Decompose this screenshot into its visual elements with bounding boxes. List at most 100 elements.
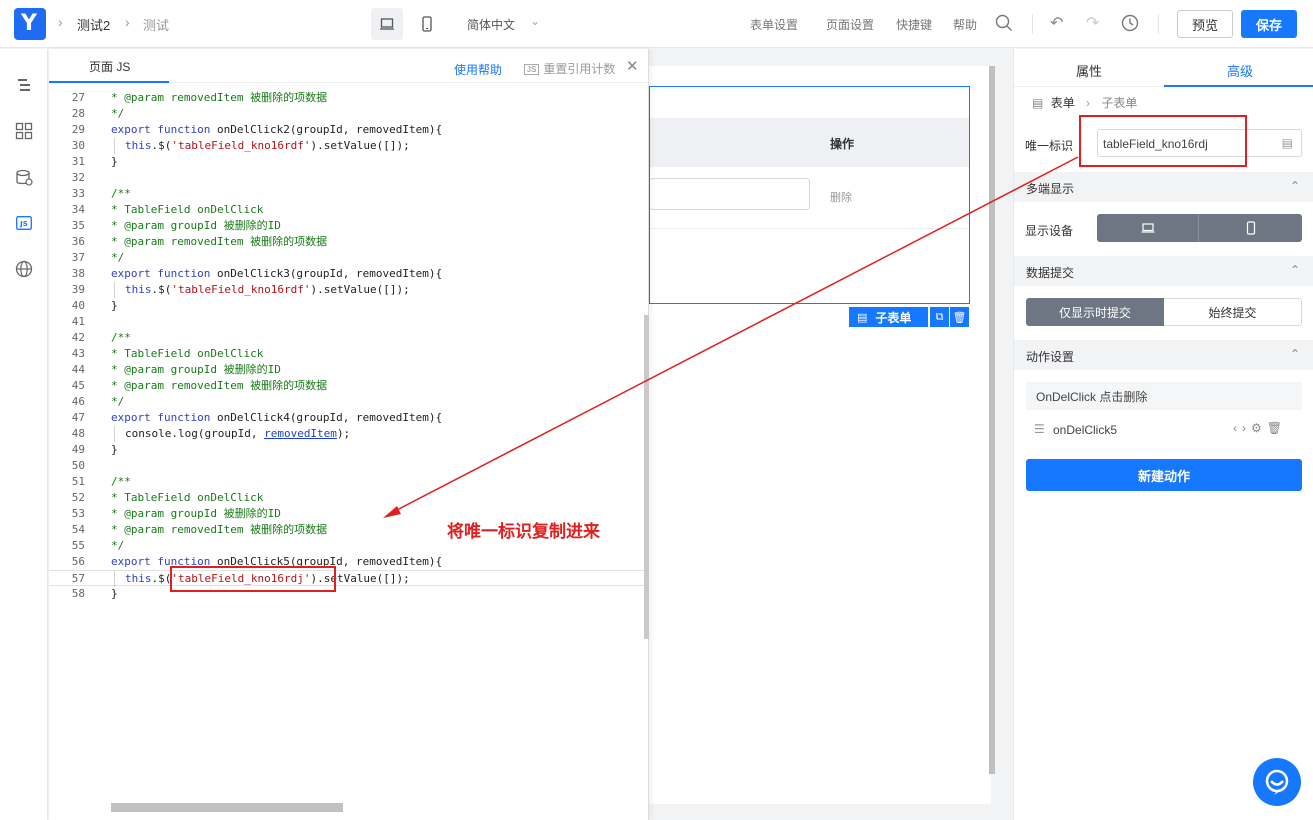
globe-icon[interactable]	[13, 258, 35, 280]
code-line[interactable]: 58}	[49, 586, 645, 602]
submit-when-visible-option[interactable]: 仅显示时提交	[1026, 298, 1164, 326]
svg-text:JS: JS	[19, 220, 28, 228]
code-line[interactable]: 46*/	[49, 394, 645, 410]
breadcrumb-page[interactable]: 测试	[143, 18, 170, 33]
new-action-button[interactable]: 新建动作	[1026, 459, 1302, 491]
code-line[interactable]: 33/**	[49, 186, 645, 202]
code-text: * TableField onDelClick	[111, 491, 264, 504]
selected-subform-outline[interactable]	[649, 86, 970, 304]
outline-icon[interactable]	[13, 74, 35, 96]
code-line[interactable]: 44* @param groupId 被删除的ID	[49, 362, 645, 378]
code-line[interactable]: 52* TableField onDelClick	[49, 490, 645, 506]
page-js-icon[interactable]: JS	[13, 212, 35, 234]
save-button[interactable]: 保存	[1241, 10, 1297, 38]
code-line[interactable]: 55*/	[49, 538, 645, 554]
annotation-highlight-unique-id	[1079, 115, 1247, 167]
action-list-item[interactable]: ☰ onDelClick5 ‹›⚙🗑	[1026, 420, 1302, 440]
history-icon[interactable]	[1121, 14, 1139, 32]
tab-page-js[interactable]: 页面 JS	[89, 60, 131, 74]
trash-icon[interactable]: 🗑	[1266, 421, 1287, 435]
code-line[interactable]: 54* @param removedItem 被删除的项数据	[49, 522, 645, 538]
code-line[interactable]: 40}	[49, 298, 645, 314]
preview-button[interactable]: 预览	[1177, 10, 1233, 38]
chevron-up-icon: ⌃	[1290, 263, 1301, 277]
code-line[interactable]: 50	[49, 458, 645, 474]
trash-icon[interactable]: 🗑	[950, 307, 969, 327]
copy-icon[interactable]: ⧉	[930, 307, 949, 327]
tab-advanced[interactable]: 高级	[1227, 64, 1254, 79]
right-panel: 属性 高级 ▤ 表单 › 子表单 唯一标识 tableField_kno16rd…	[1013, 49, 1313, 820]
line-number: 33	[71, 187, 85, 200]
code-text: * TableField onDelClick	[111, 347, 264, 360]
nav-form-settings[interactable]: 表单设置	[750, 18, 799, 32]
display-mobile-toggle[interactable]	[1199, 214, 1302, 242]
nav-help[interactable]: 帮助	[953, 18, 978, 32]
line-number: 55	[71, 539, 85, 552]
code-line[interactable]: 43* TableField onDelClick	[49, 346, 645, 362]
display-desktop-toggle[interactable]	[1097, 214, 1199, 242]
section-multi-display[interactable]: 多端显示 ⌃	[1014, 172, 1313, 202]
subform-tag[interactable]: ▤ 子表单	[849, 307, 928, 327]
breadcrumb-form[interactable]: 表单	[1050, 96, 1075, 110]
code-line[interactable]: 37*/	[49, 250, 645, 266]
nav-page-settings[interactable]: 页面设置	[826, 18, 875, 32]
code-line[interactable]: 32	[49, 170, 645, 186]
editor-horizontal-scrollbar[interactable]	[111, 803, 343, 812]
code-line[interactable]: 28*/	[49, 106, 645, 122]
code-line[interactable]: 51/**	[49, 474, 645, 490]
copy-icon[interactable]: ▤	[1281, 136, 1293, 150]
line-number: 40	[71, 299, 85, 312]
code-line[interactable]: 35* @param groupId 被删除的ID	[49, 218, 645, 234]
language-select[interactable]: 简体中文	[467, 18, 516, 32]
code-icon[interactable]: ‹›	[1233, 421, 1251, 435]
close-icon[interactable]: ✕	[626, 58, 639, 75]
chat-support-button[interactable]	[1253, 758, 1301, 806]
code-line[interactable]: 36* @param removedItem 被删除的项数据	[49, 234, 645, 250]
breadcrumb-app[interactable]: 测试2	[77, 18, 111, 33]
search-icon[interactable]	[995, 14, 1013, 32]
code-line[interactable]: 27* @param removedItem 被删除的项数据	[49, 90, 645, 106]
code-line[interactable]: 49}	[49, 442, 645, 458]
redo-icon[interactable]: ↷	[1086, 15, 1100, 32]
app-logo[interactable]: Y	[14, 8, 46, 40]
code-line[interactable]: 45* @param removedItem 被删除的项数据	[49, 378, 645, 394]
section-data-submit[interactable]: 数据提交 ⌃	[1014, 256, 1313, 286]
code-line[interactable]: 41	[49, 314, 645, 330]
canvas-scrollbar[interactable]	[989, 66, 995, 774]
active-tab-indicator	[49, 81, 169, 83]
left-rail: JS	[0, 49, 48, 820]
desktop-view-button[interactable]	[371, 8, 403, 40]
editor-vertical-scrollbar[interactable]	[644, 315, 649, 639]
code-line[interactable]: 31}	[49, 154, 645, 170]
line-number: 27	[71, 91, 85, 104]
mobile-view-button[interactable]	[411, 8, 443, 40]
action-name[interactable]: onDelClick5	[1053, 423, 1118, 437]
nav-shortcuts[interactable]: 快捷键	[896, 18, 933, 32]
section-action-settings[interactable]: 动作设置 ⌃	[1014, 340, 1313, 370]
code-line[interactable]: 42/**	[49, 330, 645, 346]
tab-properties[interactable]: 属性	[1076, 64, 1103, 79]
code-line[interactable]: 34* TableField onDelClick	[49, 202, 645, 218]
undo-icon[interactable]: ↶	[1050, 15, 1064, 32]
code-line[interactable]: 53* @param groupId 被删除的ID	[49, 506, 645, 522]
components-icon[interactable]	[13, 120, 35, 142]
row-delete-link[interactable]: 删除	[830, 192, 852, 204]
subform-cell-input[interactable]	[649, 178, 810, 210]
subform-table-header	[650, 118, 969, 167]
submit-always-option[interactable]: 始终提交	[1164, 298, 1302, 326]
usage-help-link[interactable]: 使用帮助	[454, 63, 503, 77]
gear-icon[interactable]: ⚙	[1251, 421, 1267, 435]
datasource-icon[interactable]	[13, 167, 35, 189]
unique-id-field[interactable]: tableField_kno16rdj ▤	[1097, 129, 1302, 157]
drag-handle-icon[interactable]: ☰	[1034, 422, 1045, 436]
